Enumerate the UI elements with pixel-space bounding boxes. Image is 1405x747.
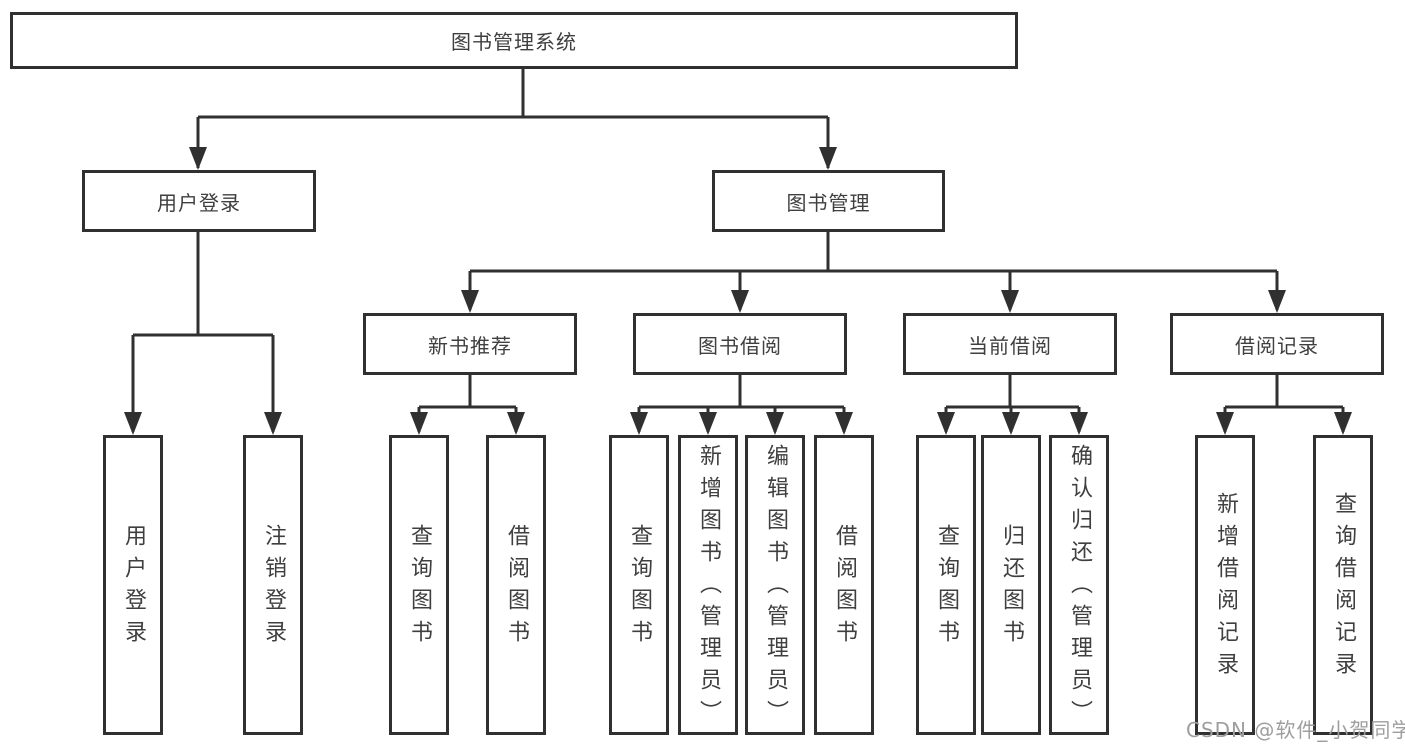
- node-borrowing-records: 借阅记录: [1170, 313, 1384, 375]
- leaf-borrow-books: 借阅图书: [814, 435, 874, 735]
- node-label: 查询图书: [934, 524, 959, 652]
- node-label: 图书管理: [786, 190, 871, 215]
- node-label: 用户登录: [121, 524, 146, 652]
- node-label: 图书管理系统: [451, 30, 577, 54]
- leaf-add-borrow-record: 新增借阅记录: [1195, 435, 1255, 735]
- leaf-query-borrow-record: 查询借阅记录: [1313, 435, 1373, 735]
- node-library-management-system: 图书管理系统: [10, 12, 1018, 69]
- node-label: 借阅记录: [1235, 333, 1319, 358]
- leaf-logout: 注销登录: [243, 435, 303, 735]
- leaf-query-books: 查询图书: [389, 435, 449, 735]
- node-label: 新增借阅记录: [1213, 492, 1238, 684]
- node-book-borrowing: 图书借阅: [633, 313, 847, 375]
- leaf-return-books: 归还图书: [981, 435, 1041, 735]
- node-label: 查询借阅记录: [1331, 492, 1356, 684]
- node-label: 查询图书: [407, 524, 432, 652]
- leaf-edit-books-admin: 编辑图书（管理员）: [745, 435, 805, 735]
- leaf-add-books-admin: 新增图书（管理员）: [678, 435, 738, 735]
- node-label: 借阅图书: [832, 524, 857, 652]
- node-new-book-recommendation: 新书推荐: [363, 313, 577, 375]
- node-label: 用户登录: [157, 190, 241, 215]
- leaf-user-login: 用户登录: [103, 435, 163, 735]
- node-label: 注销登录: [261, 524, 286, 652]
- node-label: 确认归还（管理员）: [1067, 444, 1092, 732]
- node-label: 图书借阅: [698, 333, 782, 358]
- leaf-confirm-return-admin: 确认归还（管理员）: [1049, 435, 1109, 735]
- node-user-login: 用户登录: [82, 170, 316, 232]
- leaf-query-books: 查询图书: [609, 435, 669, 735]
- node-label: 查询图书: [627, 524, 652, 652]
- node-label: 归还图书: [999, 524, 1024, 652]
- node-book-management: 图书管理: [712, 170, 945, 232]
- node-label: 新书推荐: [428, 333, 512, 358]
- node-label: 新增图书（管理员）: [696, 444, 721, 732]
- csdn-watermark: CSDN @软件_小贺同学: [1186, 718, 1405, 742]
- leaf-borrow-books: 借阅图书: [486, 435, 546, 735]
- node-label: 借阅图书: [504, 524, 529, 652]
- node-label: 当前借阅: [968, 333, 1052, 358]
- node-current-borrowing: 当前借阅: [903, 313, 1117, 375]
- node-label: 编辑图书（管理员）: [763, 444, 788, 732]
- leaf-query-books: 查询图书: [916, 435, 976, 735]
